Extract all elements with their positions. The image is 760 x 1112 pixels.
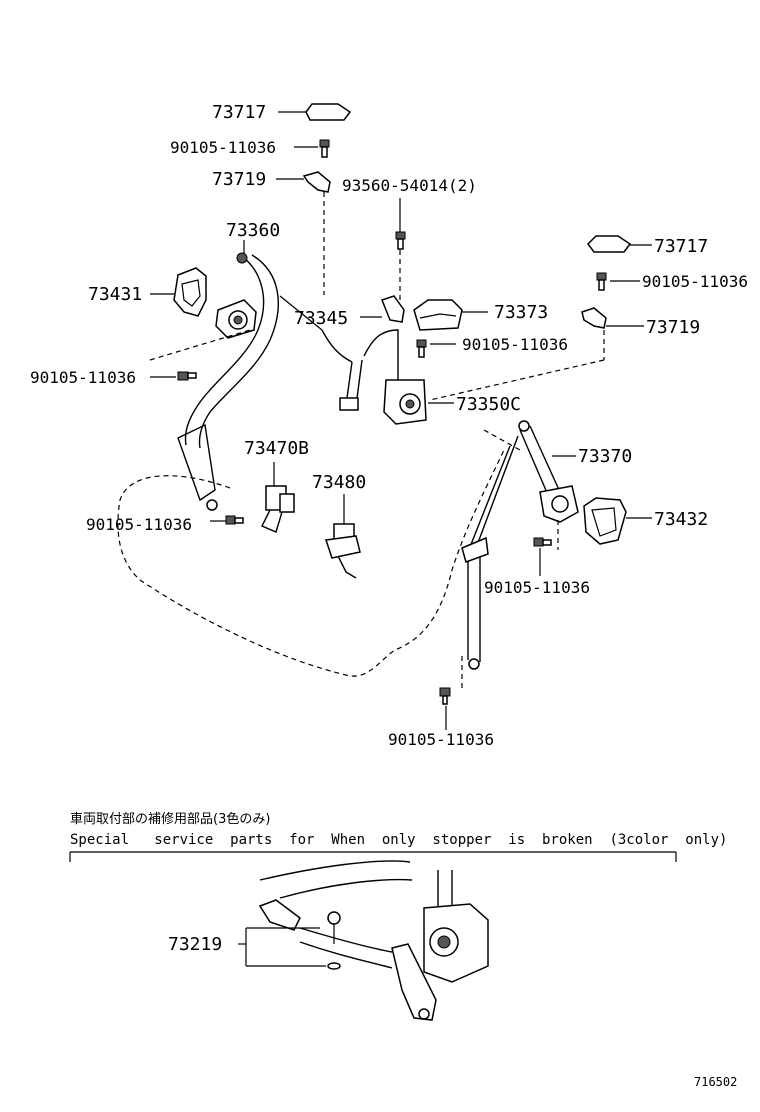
label-73470b: 73470B [244, 438, 309, 459]
anchor-73345 [381, 295, 405, 323]
label-90105-b: 90105-11036 [30, 368, 136, 387]
bolt-90105-b [177, 371, 197, 381]
bolt-90105-a [319, 139, 330, 158]
label-73719-a: 73719 [212, 169, 266, 190]
anchor-73719-b [581, 307, 607, 329]
label-73350c: 73350C [456, 394, 521, 415]
label-73373: 73373 [494, 302, 548, 323]
belt-assembly-73370 [461, 420, 579, 670]
bolt-90105-g [439, 687, 451, 705]
bolt-90105-f [225, 515, 244, 525]
bolt-90105-e [533, 537, 552, 547]
label-73345: 73345 [294, 308, 348, 329]
retractor-73350c [279, 295, 427, 425]
cover-73717-b [587, 235, 632, 253]
cover-73432 [583, 497, 627, 545]
bolt-90105-d [596, 272, 607, 291]
cover-73717-a [305, 103, 352, 121]
bolt-90105-c [416, 339, 427, 358]
label-73370: 73370 [578, 446, 632, 467]
label-73719-b: 73719 [646, 317, 700, 338]
label-93560: 93560-54014(2) [342, 176, 477, 195]
label-90105-g: 90105-11036 [388, 730, 494, 749]
label-73717-a: 73717 [212, 102, 266, 123]
label-90105-a: 90105-11036 [170, 138, 276, 157]
floor-outline [117, 447, 506, 677]
inset-stopper-illustration [258, 860, 489, 1021]
label-73432: 73432 [654, 509, 708, 530]
buckle-73480 [325, 494, 361, 579]
anchor-73719-a [302, 171, 331, 193]
label-90105-d: 90105-11036 [642, 272, 748, 291]
label-90105-f: 90105-11036 [86, 515, 192, 534]
buckle-73470b [261, 462, 295, 533]
label-73219: 73219 [168, 934, 222, 955]
cover-73431 [173, 267, 207, 317]
label-73360: 73360 [226, 220, 280, 241]
bolt-93560 [395, 231, 406, 250]
note-japanese: 車両取付部の補修用部品(3色のみ) [70, 811, 270, 827]
label-90105-e: 90105-11036 [484, 578, 590, 597]
note-english: Special service parts for When only stop… [70, 832, 727, 848]
label-73480: 73480 [312, 472, 366, 493]
figure-code: 716502 [694, 1075, 737, 1089]
label-73717-b: 73717 [654, 236, 708, 257]
label-73431: 73431 [88, 284, 142, 305]
label-90105-c: 90105-11036 [462, 335, 568, 354]
belt-assembly-73360 [177, 252, 279, 511]
